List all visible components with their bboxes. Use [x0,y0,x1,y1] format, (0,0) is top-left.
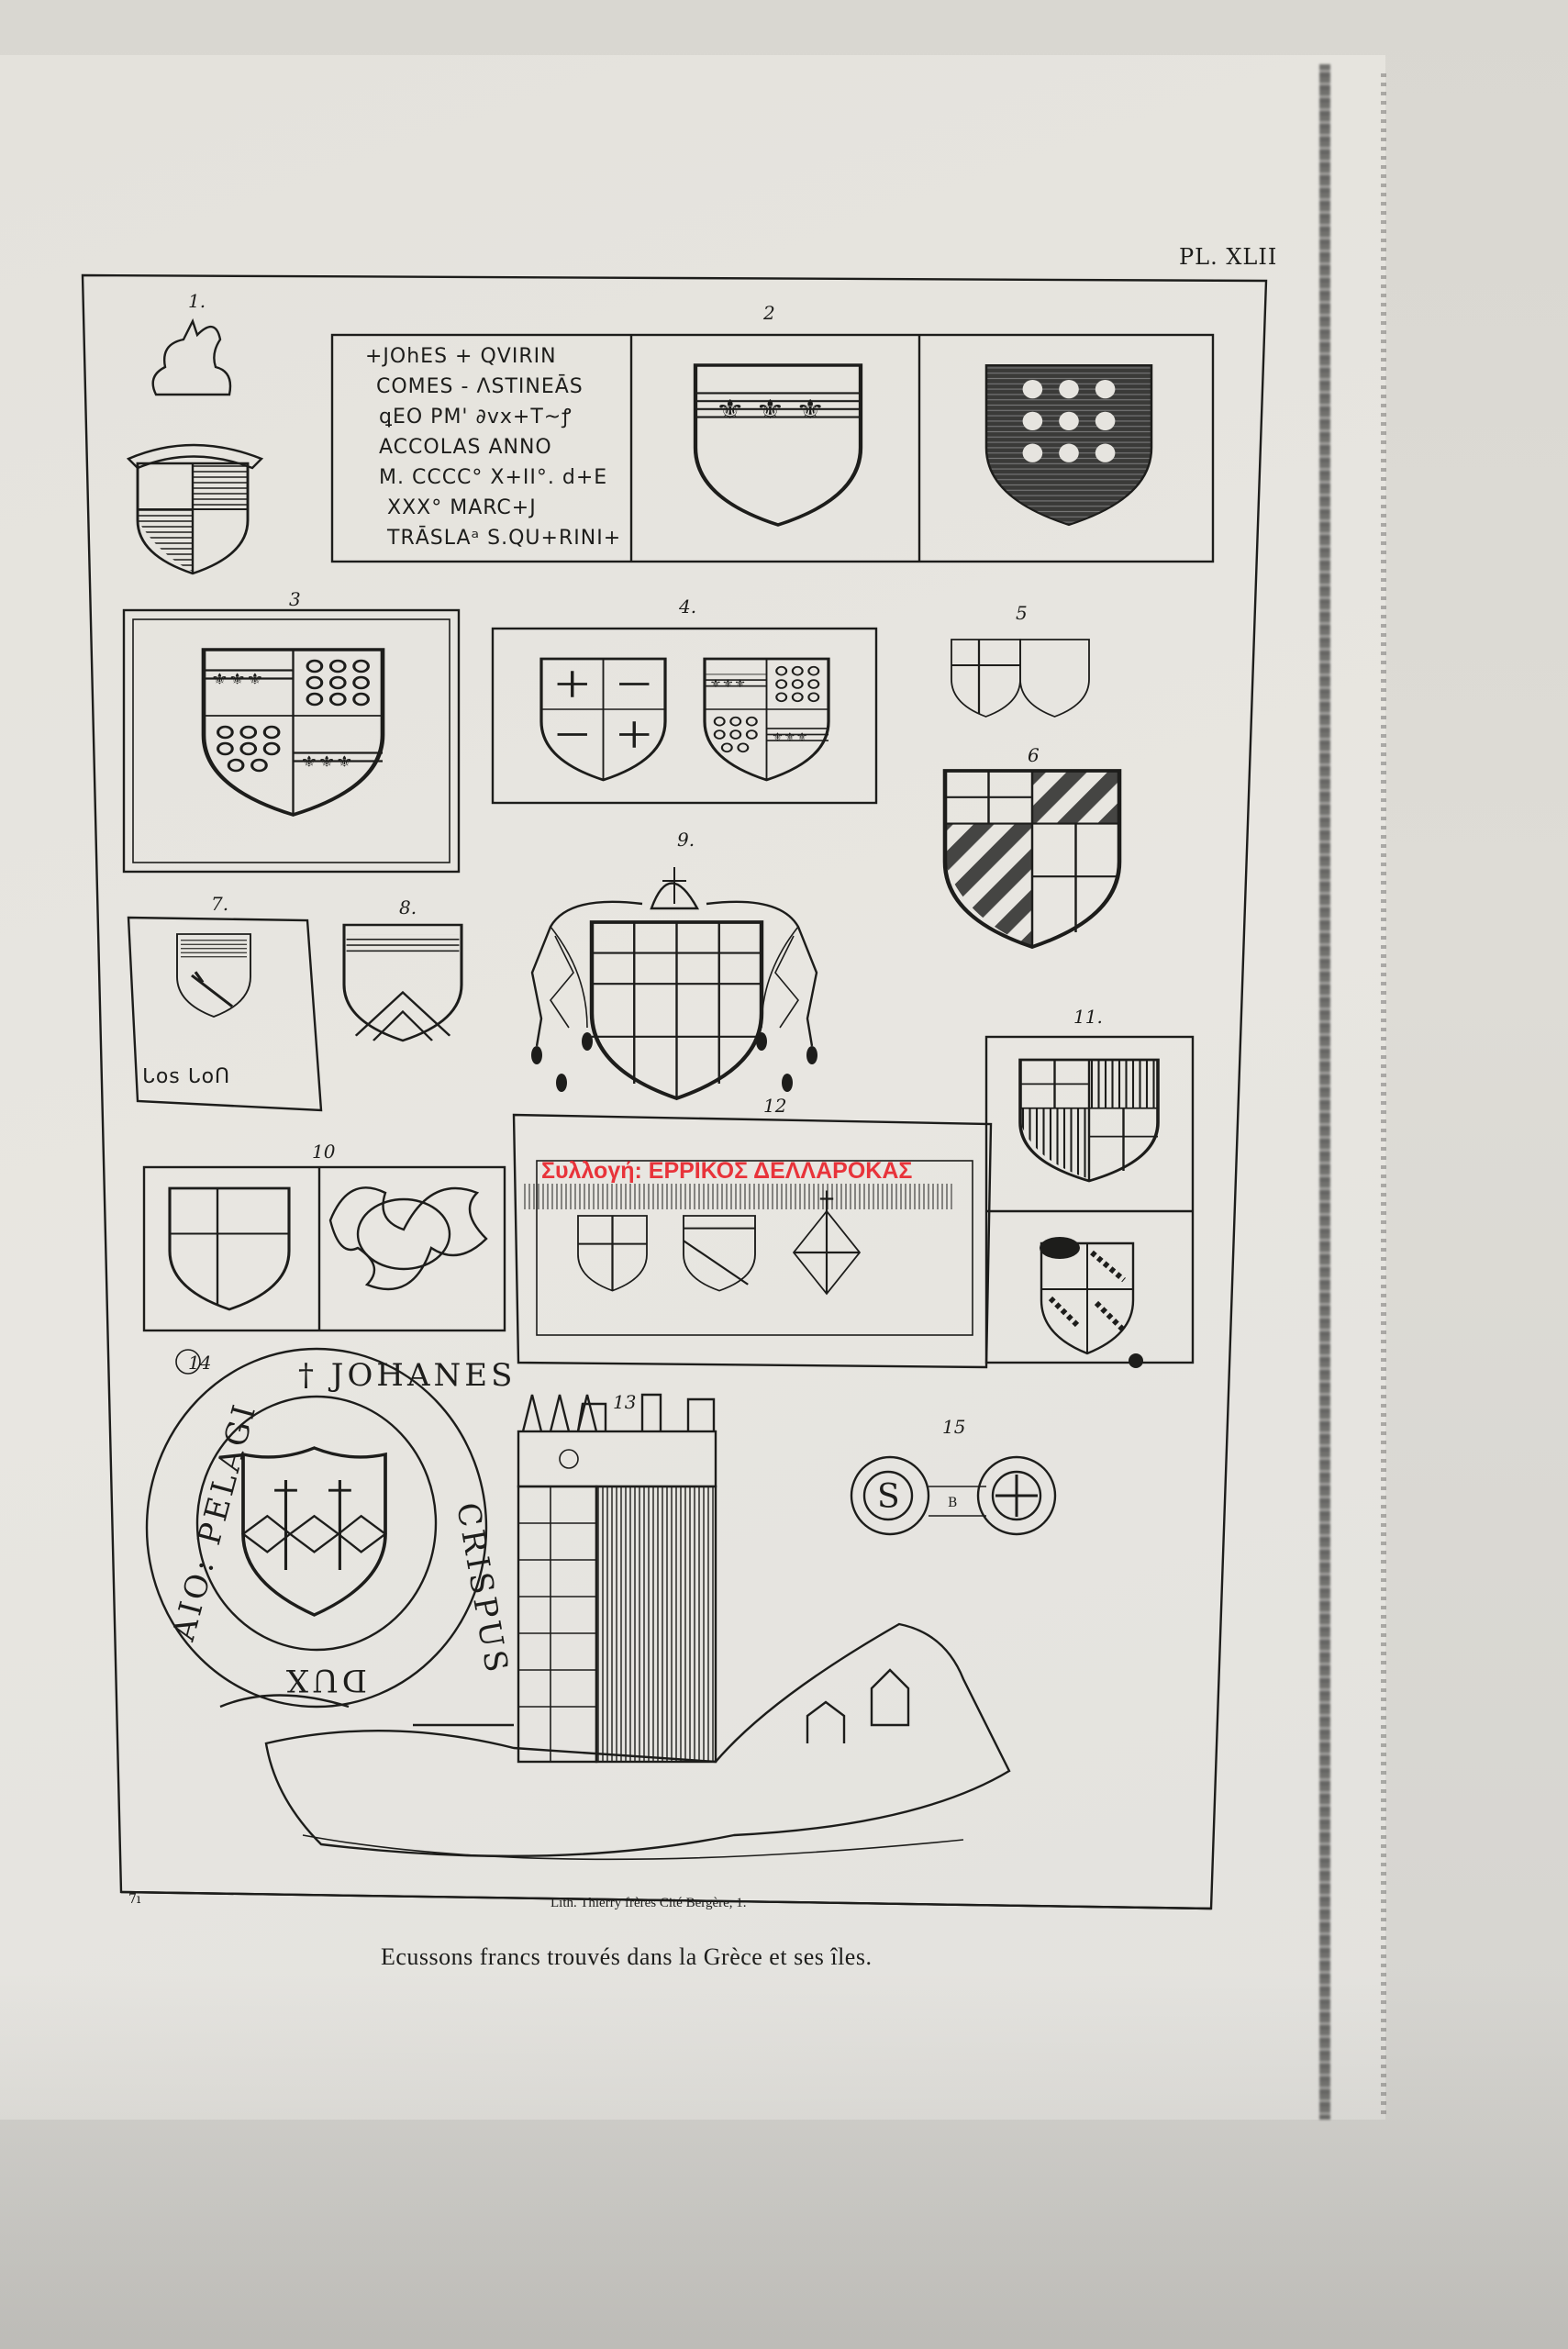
svg-text:3: 3 [289,588,301,610]
seal-legend-right: CRISPUS [449,1500,515,1679]
svg-text:1.: 1. [188,290,206,312]
svg-text:M. CCCC° X+II°. d+E: M. CCCC° X+II°. d+E [379,466,607,489]
item-13-tower-landscape [219,1393,1011,1861]
item-numbers: 1. 2 3 4. 5 6 7. 8. 9. 10 11. 12 13 14 1… [188,290,1103,1438]
svg-text:⚜⚜⚜: ⚜⚜⚜ [709,677,746,690]
svg-text:9.: 9. [677,829,695,851]
item-8-chevron-shield [342,923,463,1042]
svg-text:⚜ ⚜ ⚜: ⚜ ⚜ ⚜ [716,394,826,425]
svg-text:ꝗEO PM' ∂vx+T~ꝭ: ꝗEO PM' ∂vx+T~ꝭ [379,406,573,429]
shield-fleur-de-lis-fess: ⚜ ⚜ ⚜ [695,365,861,525]
svg-text:COMES - ΛSTINEĀS: COMES - ΛSTINEĀS [376,375,584,398]
seal-legend-left: AIO: PELAGI [165,1398,264,1646]
item-6-quartered-bend-shield [945,771,1119,947]
sheet-edge-shadow [1319,64,1330,2120]
item-11-panel [984,1035,1195,1368]
svg-text:⚜⚜⚜: ⚜⚜⚜ [211,670,264,688]
svg-text:S: S [877,1478,900,1516]
plate-number: PL. XLII [1179,244,1278,270]
svg-text:ᒐos ᒐoՈ: ᒐos ᒐoՈ [142,1065,230,1088]
item-5-twin-shields [951,639,1090,718]
svg-text:5: 5 [1016,602,1028,624]
svg-text:2: 2 [762,302,775,324]
shield-bezants-dark [984,363,1153,527]
item-14-seal: † JOHANES CRISPUS DUX AIO: PELAGI [145,1347,516,1709]
item-1-griffin-crest-shield [126,317,264,575]
item-9-cardinal-arms [530,867,818,1098]
svg-text:10: 10 [312,1141,336,1163]
collection-watermark: Συλλογή: ΕΡΡΙΚΟΣ ΔΕΛΛΑΡΟΚΑΣ [541,1158,913,1184]
svg-text:11.: 11. [1073,1006,1103,1028]
svg-text:+JOhES + QVIRIN: +JOhES + QVIRIN [365,345,557,368]
seal-legend-bottom: DUX [283,1662,367,1698]
item-3-quartered-shield: ⚜⚜⚜ ⚜⚜⚜ [122,608,461,874]
item-2-panel: +JOhES + QVIRIN COMES - ΛSTINEĀS ꝗEO PM'… [330,333,1215,563]
footer-rule [120,1890,1212,1910]
svg-text:⚜⚜⚜: ⚜⚜⚜ [772,730,808,743]
svg-text:TRĀSLAᵃ S.QU+RINI+: TRĀSLAᵃ S.QU+RINI+ [386,527,621,550]
svg-text:7.: 7. [211,893,228,915]
corner-mark: 7ı [128,1892,141,1907]
plate-caption: Ecussons francs trouvés dans la Grèce et… [381,1943,873,1970]
item-15-coins: S B [850,1455,1057,1536]
inscription-2: +JOhES + QVIRIN COMES - ΛSTINEĀS ꝗEO PM'… [365,345,621,550]
seal-legend-top: † JOHANES [298,1357,516,1394]
svg-text:12: 12 [763,1095,786,1117]
svg-text:B: B [948,1496,957,1510]
item-12-carved-slab [512,1113,993,1369]
svg-text:8.: 8. [399,896,417,918]
svg-text:⚜⚜⚜: ⚜⚜⚜ [300,752,353,771]
item-4-pair-of-shields: ⚜⚜⚜ ⚜⚜⚜ [491,627,878,805]
svg-text:XXX° MARC+J: XXX° MARC+J [387,496,537,519]
item-7-sword-shield: ᒐos ᒐoՈ [127,916,323,1112]
svg-text:13: 13 [613,1391,636,1413]
svg-text:4.: 4. [678,596,696,618]
sheet-edge-bleed [1381,73,1386,2120]
lithographer-credit: Lith. Thierry frères Cité Bergère, 1. [550,1896,747,1910]
svg-text:15: 15 [942,1416,965,1438]
photo-shadow [0,1973,1568,2349]
svg-text:6: 6 [1028,744,1040,766]
item-10-shield-and-mantling [142,1165,506,1332]
svg-text:ACCOLAS ANNO: ACCOLAS ANNO [379,436,552,459]
